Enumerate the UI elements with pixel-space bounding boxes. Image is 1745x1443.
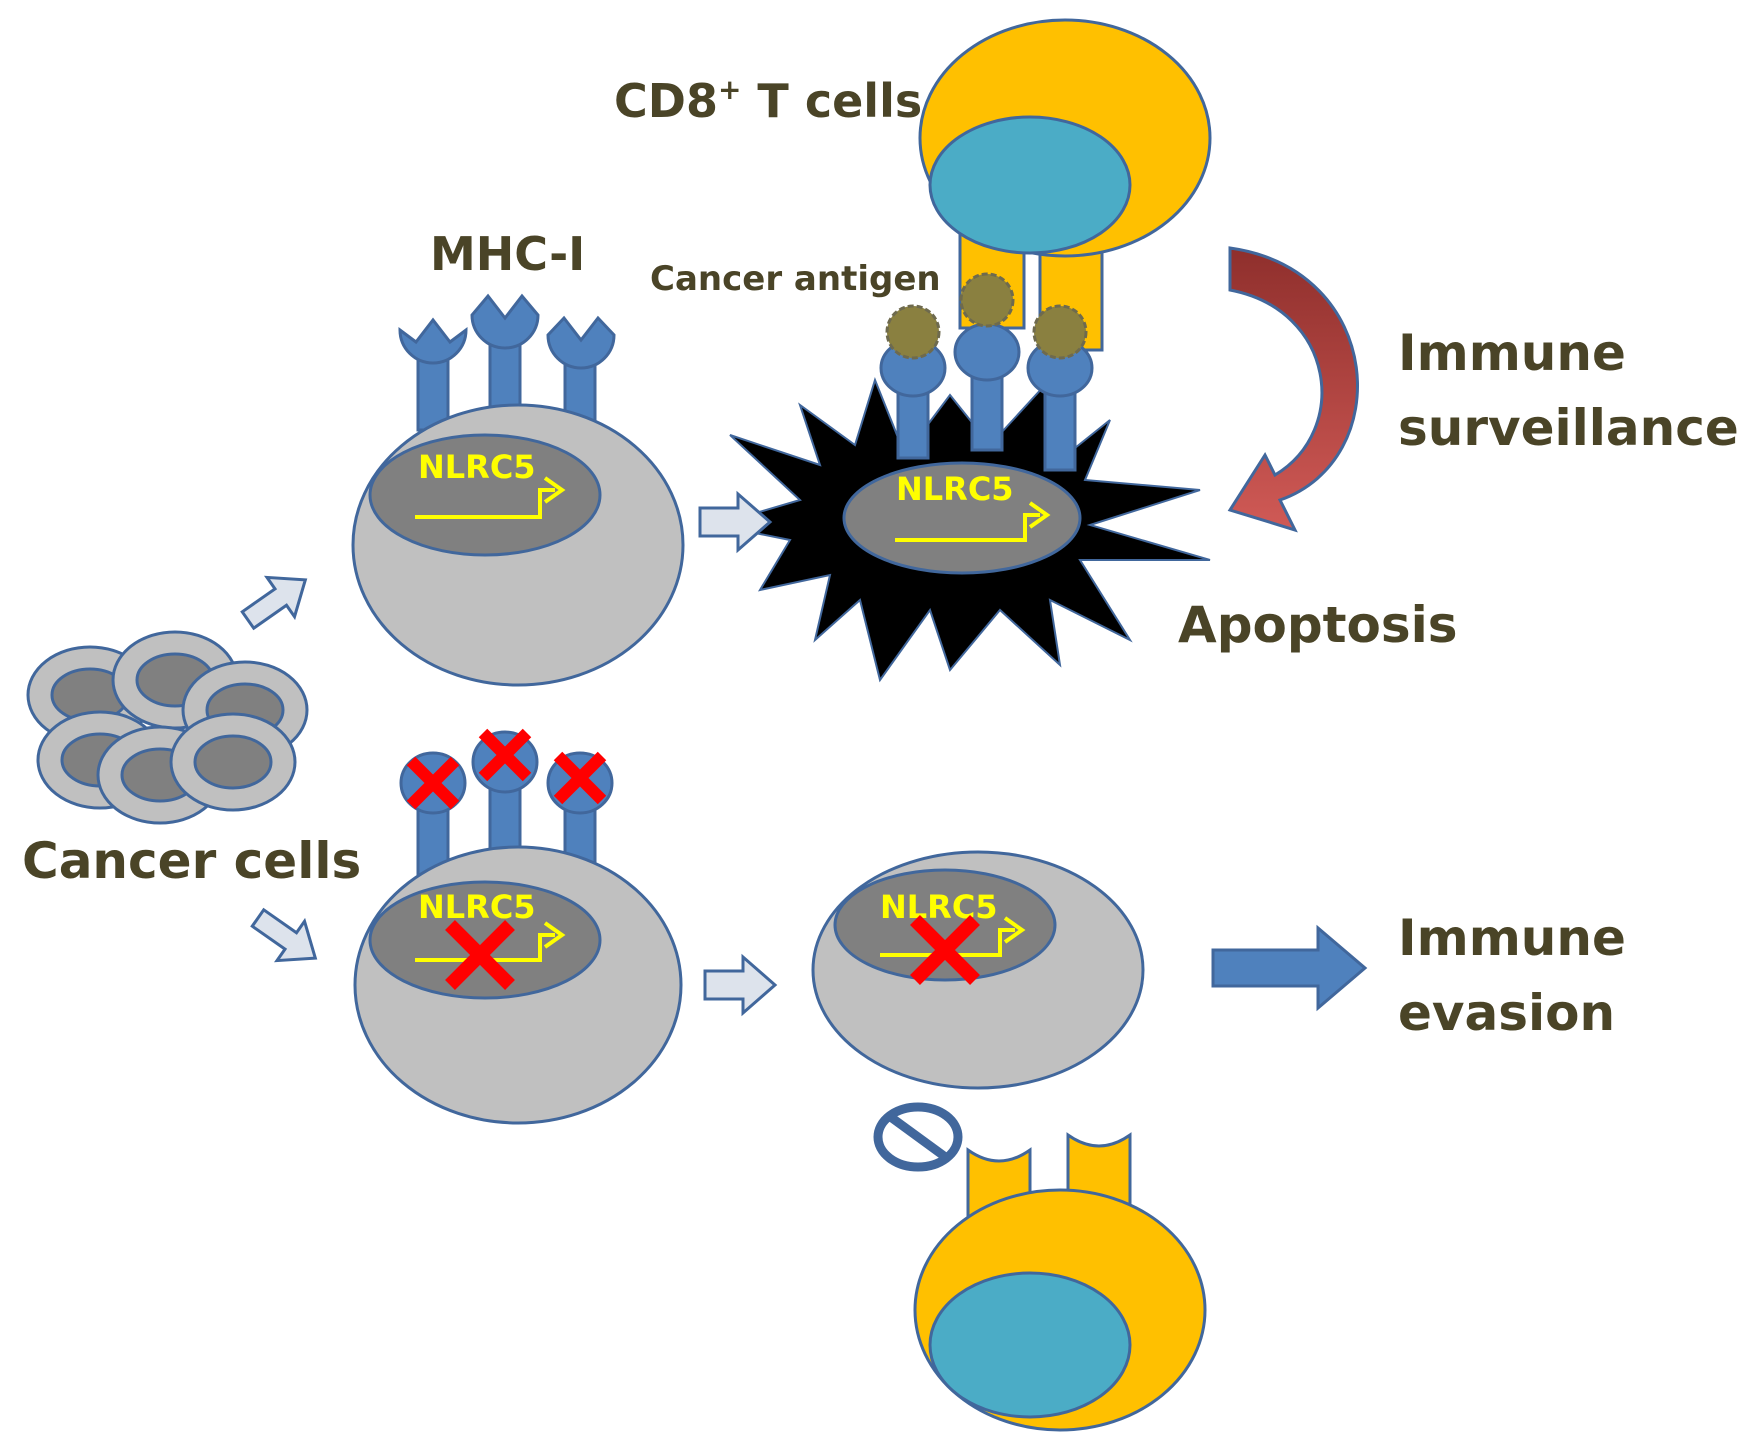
gene-label: NLRC5 xyxy=(418,888,536,926)
flow-arrow-down xyxy=(250,907,318,963)
evasion-block-arrow xyxy=(1211,924,1368,1012)
mhc-receptor xyxy=(470,293,540,422)
promoter-arrow-icon xyxy=(895,501,1051,542)
cross-mark-icon xyxy=(553,751,607,805)
cd8-prefix: CD8 xyxy=(614,74,718,128)
cancer-antigen xyxy=(959,272,1015,328)
promoter-arrow-icon xyxy=(415,476,566,519)
nlrc5-deficient-cell-right: NLRC5 xyxy=(811,850,1145,1090)
gene-label: NLRC5 xyxy=(896,470,1014,508)
cross-mark-icon xyxy=(910,915,980,985)
apoptosis-label: Apoptosis xyxy=(1178,596,1458,654)
tcell-nucleus-top xyxy=(928,115,1132,255)
cd8-t-cell-bottom xyxy=(913,1132,1207,1432)
mhc-label: MHC-I xyxy=(430,227,585,281)
cd8-t-cells-label: CD8+ T cells xyxy=(614,73,922,128)
nucleus xyxy=(842,461,1082,575)
nlrc5-deficient-cell-left: NLRC5 xyxy=(353,728,683,1125)
nucleus xyxy=(368,880,602,1000)
apoptotic-cell: NLRC5 xyxy=(714,272,1211,683)
tcell-nucleus-bottom xyxy=(928,1271,1132,1419)
cancer-cells-cluster xyxy=(26,630,309,825)
mhc-receptor xyxy=(398,317,468,432)
cancer-antigen-label: Cancer antigen xyxy=(650,259,941,299)
immune-surveillance-label-line1: Immune xyxy=(1398,324,1626,382)
immune-evasion-label-line2: evasion xyxy=(1398,984,1615,1042)
cross-mark-icon xyxy=(445,920,515,990)
flow-arrow-up xyxy=(240,575,308,631)
cancer-antigen xyxy=(1032,304,1088,360)
cancer-antigen xyxy=(885,304,941,360)
nucleus xyxy=(368,433,602,557)
flow-arrow-right-bottom xyxy=(703,953,778,1017)
mhc-cell-top-left: NLRC5 xyxy=(351,293,685,687)
cross-mark-icon xyxy=(478,728,532,782)
cd8-suffix: T cells xyxy=(741,74,922,128)
immune-evasion-label-line1: Immune xyxy=(1398,909,1626,967)
flow-arrow-right-top xyxy=(698,490,773,554)
mhc-receptor xyxy=(879,338,947,460)
gene-label: NLRC5 xyxy=(880,888,998,926)
cancer-cells-label: Cancer cells xyxy=(22,832,361,890)
immune-surveillance-label-line2: surveillance xyxy=(1398,399,1739,457)
gene-label: NLRC5 xyxy=(418,448,536,486)
prohibited-icon xyxy=(873,1102,963,1172)
cd8-superscript: + xyxy=(718,73,741,106)
cross-mark-icon xyxy=(406,756,460,810)
surveillance-curved-arrow xyxy=(1227,246,1359,533)
mhc-receptor-blocked xyxy=(399,751,467,877)
small-cancer-cell xyxy=(169,712,297,812)
